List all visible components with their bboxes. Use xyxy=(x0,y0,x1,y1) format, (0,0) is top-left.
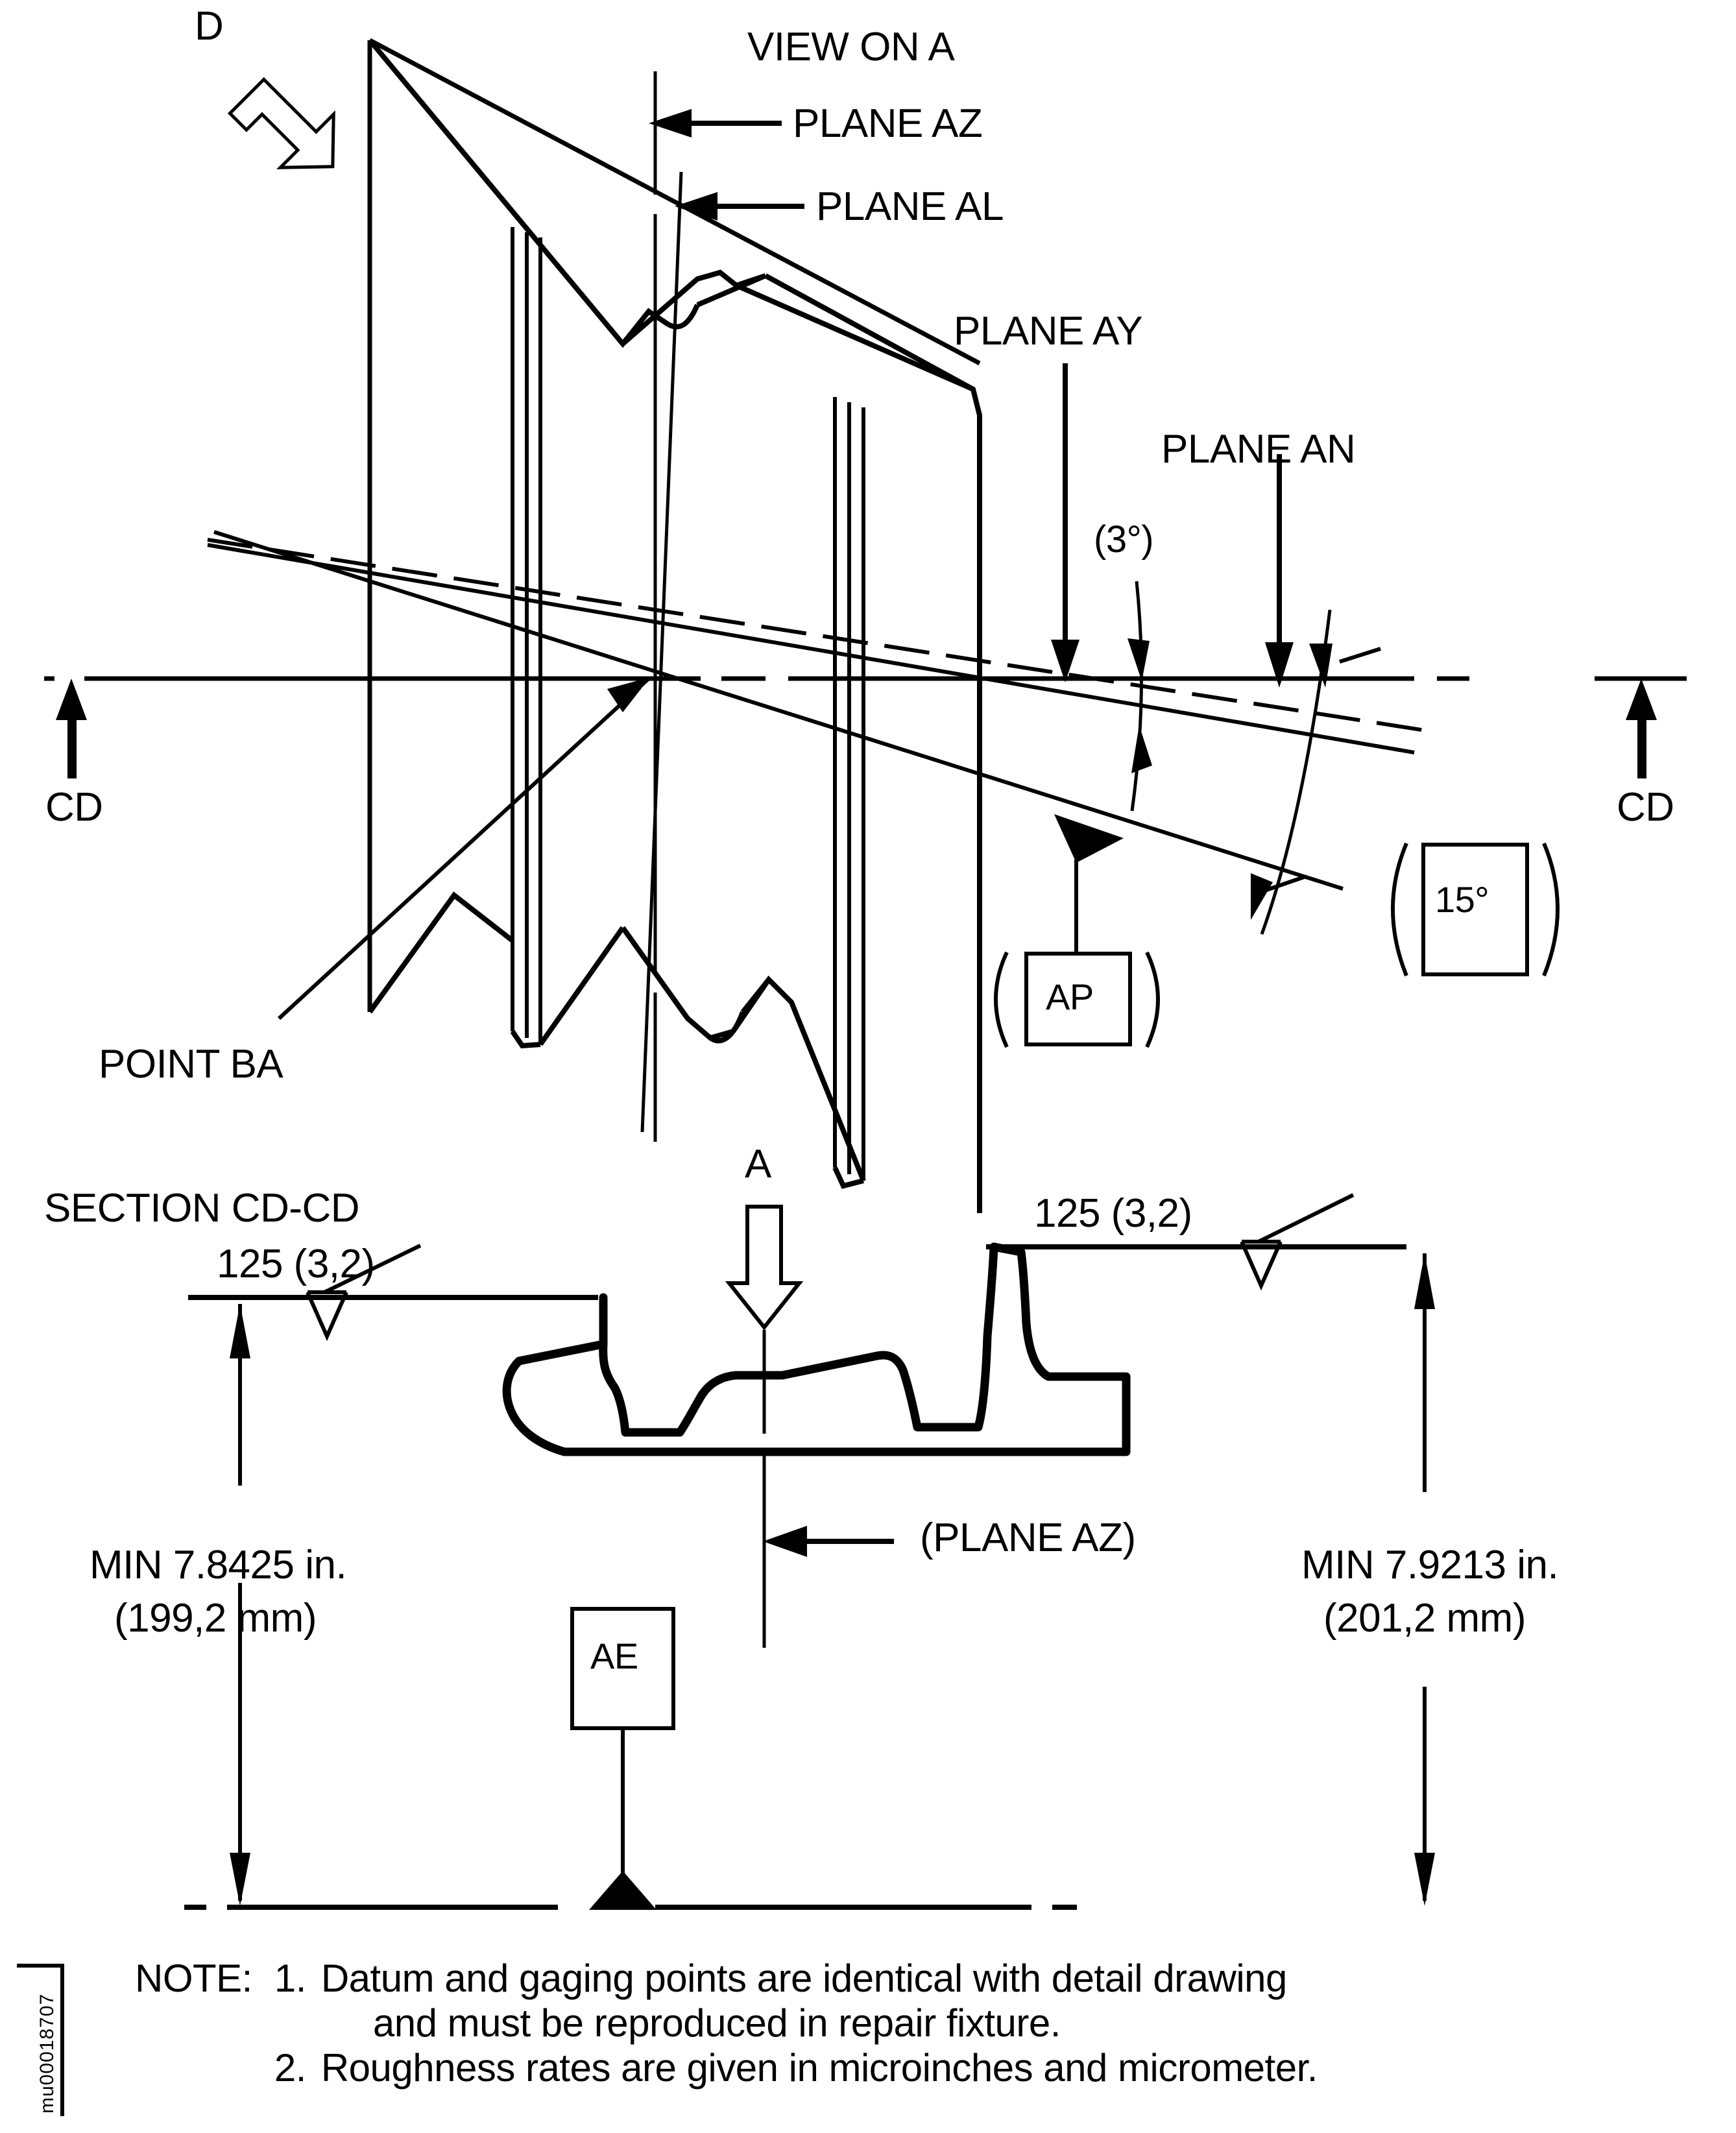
roughness-right-label: 125 (3,2) xyxy=(1034,1191,1192,1236)
dim-left-line1: MIN 7.8425 in. xyxy=(90,1543,347,1587)
view-arrow-a-label: A xyxy=(745,1142,771,1187)
plane-az-arrowhead xyxy=(649,109,692,138)
view-arrow-d-label: D xyxy=(195,4,224,49)
part-left-rib-fold xyxy=(510,926,625,1049)
figure-id-label: mu00018707 xyxy=(36,1993,58,2114)
plane-az-label: PLANE AZ xyxy=(793,101,983,146)
plane-ay-label: PLANE AY xyxy=(954,309,1143,354)
part-bottom-left-edge xyxy=(367,891,514,1014)
datum-ap-paren-left xyxy=(994,951,1009,1048)
construction-diagonal xyxy=(213,530,1344,891)
roughness-left-label: 125 (3,2) xyxy=(217,1242,375,1286)
plane-an-arrowhead xyxy=(1265,642,1294,688)
section-profile xyxy=(502,1242,1131,1456)
note-1-line2: and must be reproduced in repair fixture… xyxy=(372,2001,1061,2045)
angle-3deg-arrow-bottom xyxy=(1131,725,1152,773)
section-arrow-right xyxy=(1626,679,1657,778)
note-2-line1: Roughness rates are given in microinches… xyxy=(320,2046,1318,2090)
section-mark-left-label: CD xyxy=(45,785,103,830)
angle-15deg-paren-right xyxy=(1542,842,1560,977)
section-plane-az-arrowhead xyxy=(763,1526,807,1557)
point-ba-leader xyxy=(277,677,651,1020)
section-title: SECTION CD-CD xyxy=(44,1186,360,1231)
part-left-ribs xyxy=(511,227,542,1044)
angle-15deg-arrow-top xyxy=(1309,644,1332,688)
view-title: VIEW ON A xyxy=(747,25,955,69)
roughness-right-symbol xyxy=(1240,1193,1355,1291)
dim-left-arrow-bottom xyxy=(230,1853,250,1906)
dim-right-arrow-top xyxy=(1414,1253,1435,1309)
angle-15deg-box xyxy=(1421,843,1529,976)
angle-3deg-arrow-top xyxy=(1127,638,1150,681)
plane-ay-slope xyxy=(207,543,1415,754)
angle-15deg-paren-left xyxy=(1391,842,1408,977)
dim-right-arrow-bottom xyxy=(1414,1853,1435,1906)
dim-left-arrow-top xyxy=(230,1304,250,1358)
part-bottom-notch xyxy=(620,926,866,1182)
section-arrow-left xyxy=(56,679,87,778)
part-right-ribs xyxy=(833,397,865,1181)
plane-ay-arrowhead xyxy=(1051,640,1079,682)
plane-al-line xyxy=(640,171,683,1133)
plane-al-label: PLANE AL xyxy=(816,184,1004,229)
angle-3deg-label: (3°) xyxy=(1094,518,1154,560)
section-plane-az-ref: (PLANE AZ) xyxy=(920,1515,1136,1560)
roughness-left-symbol xyxy=(306,1244,422,1342)
datum-ap-label: AP xyxy=(1046,976,1094,1017)
part-front-plate xyxy=(367,38,981,1012)
part-right-rib-fold xyxy=(832,1166,864,1189)
plane-al-arrowhead xyxy=(675,192,717,221)
view-arrow-a xyxy=(725,1205,804,1331)
note-1-indent xyxy=(274,2003,321,2043)
notes-heading: NOTE: xyxy=(135,1957,252,2000)
angle-3deg-arc xyxy=(1130,581,1144,812)
dim-right-line2: (201,2 mm) xyxy=(1323,1596,1526,1641)
angle-15deg-arrow-bottom xyxy=(1251,873,1273,920)
point-ba-arrowhead xyxy=(607,677,650,712)
datum-ap-box xyxy=(1024,952,1132,1046)
plane-an-dashed xyxy=(207,538,1434,734)
datum-ae-label: AE xyxy=(590,1635,638,1676)
angle-15deg-label: 15° xyxy=(1435,879,1489,920)
dim-right-line1: MIN 7.9213 in. xyxy=(1301,1543,1559,1587)
notes-block: NOTE: 1. Datum and gaging points are ide… xyxy=(135,1958,1318,2088)
plane-an-label: PLANE AN xyxy=(1161,427,1356,472)
figure-id-bracket xyxy=(17,1964,64,2116)
datum-ap-paren-right xyxy=(1145,951,1160,1048)
datum-ae-triangle xyxy=(589,1871,657,1910)
dim-left-line2: (199,2 mm) xyxy=(114,1596,317,1641)
view-arrow-d xyxy=(227,77,335,169)
datum-ap-triangle xyxy=(1054,814,1124,863)
section-mark-right-label: CD xyxy=(1617,785,1674,830)
part-right-top-edge xyxy=(764,273,974,392)
note-1-line1: Datum and gaging points are identical wi… xyxy=(320,1957,1288,2000)
note-1-number: 1. xyxy=(274,1957,307,2000)
point-ba-label: POINT BA xyxy=(99,1042,283,1087)
angle-15deg-ticks xyxy=(1266,647,1381,892)
note-2-number: 2. xyxy=(274,2046,307,2090)
